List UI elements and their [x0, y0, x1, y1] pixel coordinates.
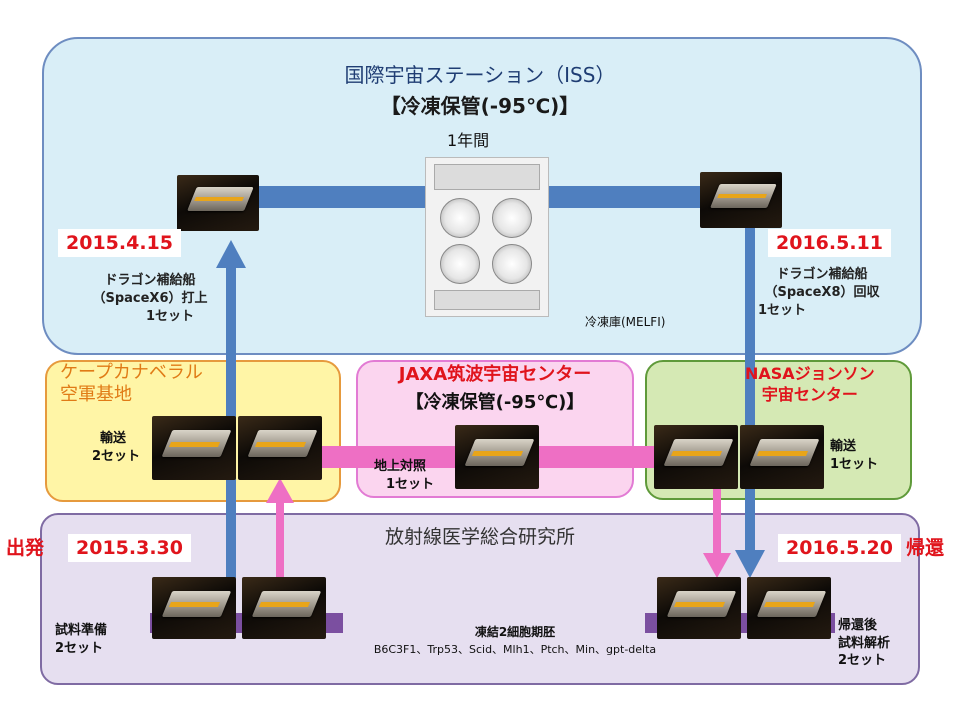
depart-label: 出発 — [6, 537, 45, 559]
launch-sets: 1セット — [145, 309, 195, 325]
control-up-arrow-shaft — [276, 500, 284, 578]
launch-ship-line1: ドラゴン補給船 — [104, 273, 196, 288]
launch-ship-line2: （SpaceX6）打上 — [92, 291, 208, 307]
analysis-line2: 試料解析 — [838, 635, 891, 651]
jaxa-ground-control: 地上対照 1セット — [374, 458, 434, 493]
cape-name: ケープカナベラル 空軍基地 — [60, 362, 203, 406]
cape-name-line2: 空軍基地 — [60, 383, 132, 405]
mouse-strain-list: B6C3F1、Trp53、Scid、Mlh1、Ptch、Min、gpt-delt… — [373, 643, 657, 656]
analysis-line3: 2セット — [838, 653, 887, 669]
sample-prep-line2: 2セット — [55, 640, 104, 656]
sample-case-photo-jaxa — [455, 425, 539, 489]
cape-name-line1: ケープカナベラル — [60, 362, 203, 383]
freezer-label: 冷凍庫(MELFI) — [585, 315, 666, 329]
iss-storage-label: 【冷凍保管(-95℃)】 — [380, 94, 580, 118]
launch-date: 2015.4.15 — [58, 229, 181, 257]
sample-prep-line1: 試料準備 — [55, 623, 108, 638]
return-sets: 1セット — [758, 303, 807, 319]
return-arrow-head — [735, 550, 765, 578]
ground-control-line1: 地上対照 — [374, 459, 427, 474]
depart-date: 2015.3.30 — [68, 534, 191, 562]
sample-case-photo-iss-right — [700, 172, 782, 228]
return-ship-info: ドラゴン補給船 （SpaceX8）回収 1セット — [752, 266, 892, 321]
sample-case-photo-nirs-prep-1 — [152, 577, 236, 639]
sample-case-photo-nirs-analysis-1 — [657, 577, 741, 639]
launch-ship-info: ドラゴン補給船 （SpaceX6）打上 1セット — [80, 272, 220, 327]
nasa-transport-line1: 輸送 — [830, 439, 857, 454]
sample-case-photo-nirs-analysis-2 — [747, 577, 831, 639]
iss-title: 国際宇宙ステーション（ISS） — [344, 63, 616, 87]
post-return-analysis: 帰還後 試料解析 2セット — [838, 617, 890, 670]
nasa-name: NASAジョンソン 宇宙センター — [745, 364, 875, 406]
sample-case-photo-nasa-2 — [740, 425, 824, 489]
sample-case-photo-cape-2 — [238, 416, 322, 480]
sample-case-photo-nasa-1 — [654, 425, 738, 489]
return-ship-line2: （SpaceX8）回収 — [764, 285, 880, 301]
nasa-name-line2: 宇宙センター — [761, 384, 858, 404]
jaxa-storage-label: 【冷凍保管(-95℃)】 — [405, 392, 585, 413]
iss-storage-bar-right — [545, 186, 703, 208]
return-ship-line1: ドラゴン補給船 — [776, 267, 868, 282]
control-up-arrow-head — [266, 478, 294, 503]
embryo-title: 凍結2細胞期胚 — [474, 625, 556, 639]
cape-transport-line2: 2セット — [92, 448, 141, 464]
ground-control-line2: 1セット — [386, 476, 435, 492]
melfi-freezer-image — [425, 157, 549, 317]
nasa-transport-line2: 1セット — [830, 456, 879, 472]
arrival-date: 2016.5.20 — [778, 534, 901, 562]
ground-control-bar-left — [322, 446, 456, 468]
sample-case-photo-iss-left — [177, 175, 259, 231]
launch-arrow-head — [216, 240, 246, 268]
nasa-name-line1: NASAジョンソン — [745, 364, 875, 383]
return-date: 2016.5.11 — [768, 229, 891, 257]
analysis-line1: 帰還後 — [838, 618, 878, 633]
return-arrow-shaft — [745, 218, 755, 558]
control-down-arrow-head — [703, 553, 731, 578]
cape-transport-line1: 輸送 — [100, 431, 127, 446]
sample-case-photo-cape-1 — [152, 416, 236, 480]
sample-prep: 試料準備 2セット — [55, 622, 107, 657]
cape-transport: 輸送 2セット — [92, 430, 140, 465]
sample-case-photo-nirs-prep-2 — [242, 577, 326, 639]
nasa-transport: 輸送 1セット — [830, 438, 878, 473]
return-home-label: 帰還 — [906, 537, 945, 559]
iss-duration-label: 1年間 — [447, 131, 490, 150]
ground-control-bar-right — [538, 446, 656, 468]
iss-storage-bar-left — [258, 186, 428, 208]
control-down-arrow-shaft — [713, 484, 721, 556]
nirs-name: 放射線医学総合研究所 — [384, 526, 575, 548]
jaxa-name: JAXA筑波宇宙センター — [398, 364, 592, 385]
